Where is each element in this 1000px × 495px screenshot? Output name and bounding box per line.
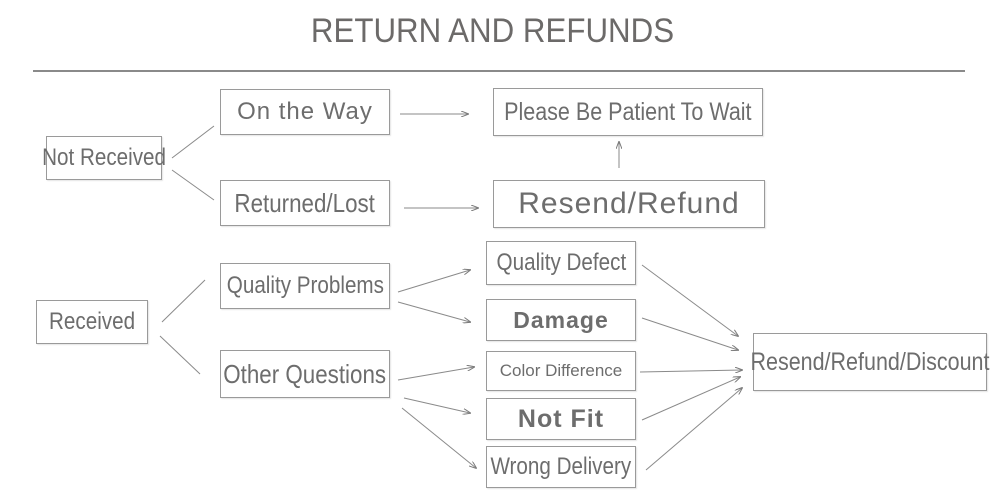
node-label: Returned/Lost bbox=[234, 187, 376, 218]
arrow-quality-to-defect bbox=[397, 270, 470, 293]
node-label: Quality Problems bbox=[226, 272, 384, 299]
arrow-other-to-wrong bbox=[401, 407, 476, 468]
node-label: Quality Defect bbox=[496, 249, 626, 276]
node-please-wait: Please Be Patient To Wait bbox=[493, 88, 763, 136]
node-wrong-delivery: Wrong Delivery bbox=[486, 446, 636, 488]
arrow-wrong-to-discount bbox=[645, 388, 742, 471]
node-on-the-way: On the Way bbox=[220, 89, 390, 135]
node-color-difference: Color Difference bbox=[486, 351, 636, 391]
arrow-other-to-notfit bbox=[403, 397, 470, 413]
arrow-quality-to-damage bbox=[397, 301, 470, 322]
node-label: Resend/Refund bbox=[518, 187, 740, 220]
node-label: Other Questions bbox=[223, 358, 387, 389]
arrow-other-to-color bbox=[397, 367, 474, 381]
node-label: Damage bbox=[513, 306, 609, 333]
node-damage: Damage bbox=[486, 299, 636, 341]
node-quality-defect: Quality Defect bbox=[486, 241, 636, 285]
arrow-received-to-quality bbox=[161, 279, 206, 323]
arrow-color-to-discount bbox=[639, 370, 742, 372]
node-not-received: Not Received bbox=[42, 136, 166, 180]
node-quality-problems: Quality Problems bbox=[220, 263, 390, 309]
arrow-damage-to-discount bbox=[641, 317, 738, 350]
node-label: Resend/Refund/Discount bbox=[750, 347, 990, 376]
node-label: Wrong Delivery bbox=[490, 453, 632, 480]
node-returned-lost: Returned/Lost bbox=[220, 180, 390, 226]
node-label: Please Be Patient To Wait bbox=[504, 97, 752, 126]
arrow-notfit-to-discount bbox=[641, 377, 740, 421]
arrow-not-received-to-on-the-way bbox=[171, 125, 215, 159]
node-not-fit: Not Fit bbox=[486, 398, 636, 440]
arrow-defect-to-discount bbox=[641, 264, 738, 336]
title-divider bbox=[33, 70, 965, 72]
arrow-received-to-other bbox=[159, 335, 201, 375]
node-received: Received bbox=[36, 300, 148, 344]
node-other-questions: Other Questions bbox=[220, 350, 390, 398]
node-label: On the Way bbox=[237, 98, 373, 125]
node-label: Received bbox=[48, 308, 136, 335]
page-title: RETURN AND REFUNDS bbox=[310, 12, 675, 50]
node-resend-refund: Resend/Refund bbox=[493, 180, 765, 228]
node-label: Color Difference bbox=[499, 361, 623, 380]
node-resend-refund-discount: Resend/Refund/Discount bbox=[750, 333, 990, 391]
arrow-not-received-to-returned-lost bbox=[171, 169, 215, 201]
node-label: Not Received bbox=[42, 144, 166, 171]
node-label: Not Fit bbox=[517, 404, 605, 433]
